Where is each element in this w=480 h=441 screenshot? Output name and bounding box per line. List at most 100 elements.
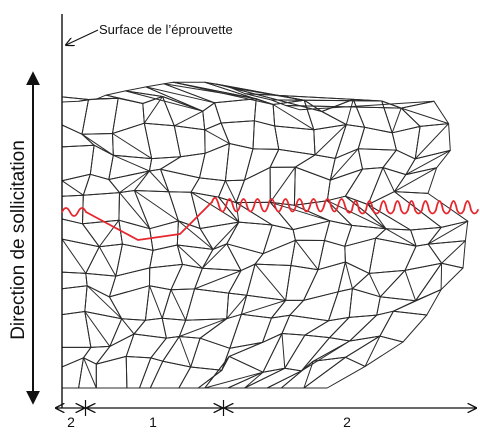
- stage-dimension-lines: [56, 400, 476, 416]
- grain: [303, 261, 346, 301]
- grain: [149, 360, 192, 389]
- grain-boundary: [202, 243, 228, 269]
- grain-boundary: [98, 246, 117, 277]
- grain: [375, 228, 417, 247]
- grain-boundary: [224, 180, 237, 203]
- grain: [348, 288, 381, 318]
- grain-boundary: [272, 104, 315, 131]
- grain-boundary: [84, 311, 111, 347]
- grain-boundary: [176, 244, 203, 269]
- grain-boundary: [204, 129, 230, 144]
- grain-boundary: [178, 220, 214, 250]
- grain: [379, 310, 428, 343]
- stage-label-2: 1: [149, 414, 157, 430]
- grain-boundary: [119, 170, 150, 194]
- grain: [61, 285, 88, 316]
- grain-boundary: [174, 110, 204, 127]
- grain-boundary: [235, 202, 240, 223]
- grain: [61, 238, 100, 274]
- grain: [85, 272, 117, 298]
- grain-boundary: [404, 270, 417, 301]
- grain: [124, 86, 204, 112]
- grain-boundary: [385, 228, 417, 247]
- grain: [229, 313, 272, 349]
- grain-boundary: [230, 87, 305, 101]
- grain: [61, 173, 91, 197]
- grain: [269, 201, 331, 231]
- crack-stage-3-wavy: [211, 196, 479, 215]
- grain: [133, 317, 167, 339]
- grain-boundary: [119, 192, 151, 230]
- grain-boundary: [270, 201, 330, 222]
- grain-boundary: [170, 289, 187, 321]
- grain: [368, 237, 417, 274]
- grain-boundary: [314, 124, 347, 156]
- grain-boundary: [441, 240, 466, 264]
- grain-boundary: [86, 285, 123, 320]
- grain: [344, 224, 387, 247]
- grain-boundary: [303, 361, 314, 389]
- grain: [228, 333, 283, 373]
- grain: [185, 288, 230, 321]
- grain-boundary: [382, 167, 395, 192]
- grain-boundary: [113, 154, 150, 172]
- grain: [303, 356, 366, 389]
- grain: [415, 262, 464, 302]
- grain-boundary: [327, 200, 387, 230]
- grain-boundary: [61, 180, 84, 196]
- grain: [214, 98, 257, 124]
- grain: [269, 148, 316, 168]
- grain-boundary: [414, 123, 449, 160]
- grain: [139, 357, 164, 389]
- grain: [199, 143, 230, 182]
- grain-boundary: [368, 273, 381, 298]
- grain-boundary: [329, 148, 359, 181]
- grain: [357, 148, 397, 170]
- grain: [173, 125, 206, 158]
- grain: [246, 263, 292, 301]
- grain: [367, 167, 407, 206]
- grain-boundary: [427, 220, 469, 245]
- grain-boundary: [61, 238, 87, 274]
- surface-pointer-arrow: [66, 29, 99, 45]
- grain-boundary: [281, 333, 286, 369]
- grain: [84, 311, 123, 348]
- grain-boundary: [83, 357, 97, 389]
- grain-boundary: [149, 170, 170, 193]
- grain: [61, 124, 95, 148]
- grain: [244, 148, 280, 181]
- grain: [202, 102, 222, 131]
- grain-boundary: [204, 371, 264, 389]
- crack-stage-2-zigzag: [85, 201, 213, 241]
- grain-boundary: [98, 219, 120, 247]
- grain: [382, 149, 416, 176]
- grain: [61, 357, 84, 389]
- grain-boundary: [401, 107, 449, 125]
- loading-direction-label: Direction de sollicitation: [8, 140, 29, 340]
- grain-boundary: [178, 336, 192, 368]
- grain: [292, 220, 331, 241]
- grain-boundary: [145, 86, 215, 104]
- grain: [321, 98, 366, 128]
- crack-stage-1-wavy: [61, 207, 87, 217]
- grain: [142, 96, 175, 127]
- grain: [274, 125, 316, 156]
- grain-boundary: [244, 371, 264, 389]
- grain: [294, 154, 336, 181]
- grain: [149, 263, 183, 291]
- grain: [400, 100, 450, 127]
- grain: [240, 294, 287, 319]
- grain: [78, 357, 97, 389]
- grain: [285, 265, 319, 301]
- grain-boundary: [269, 166, 296, 203]
- grain-boundary: [405, 149, 451, 176]
- grain-boundary: [194, 270, 242, 290]
- grain: [108, 267, 151, 298]
- grain-boundary: [393, 289, 442, 312]
- grain: [379, 262, 443, 302]
- grain-boundary: [254, 263, 286, 301]
- grain: [109, 318, 146, 347]
- grain: [357, 126, 397, 151]
- grain: [108, 170, 150, 194]
